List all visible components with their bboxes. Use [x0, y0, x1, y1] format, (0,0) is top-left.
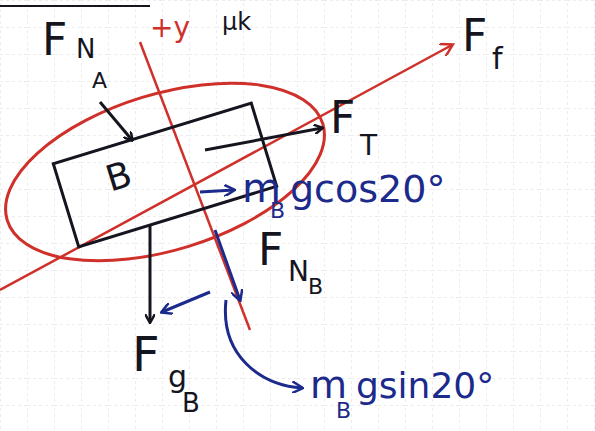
- force-subscript: f: [492, 44, 503, 74]
- force-letter: F: [132, 330, 160, 378]
- force-letter: F: [42, 18, 67, 62]
- perp-component: [215, 230, 240, 300]
- block-label: B: [102, 156, 136, 198]
- tension-arrow: [205, 128, 322, 150]
- top-stroke: [0, 5, 150, 7]
- component-subscript: B: [270, 200, 285, 222]
- force-subscript: g: [168, 362, 187, 392]
- normal-force-a-arrow: [100, 102, 132, 140]
- force-subscript: N: [76, 36, 95, 62]
- axis-label: +y: [150, 14, 190, 42]
- force-subscript: B: [308, 276, 323, 298]
- gravity-arrow: [149, 225, 152, 322]
- coefficient-label: μk: [222, 10, 251, 34]
- component-expression: gsin20°: [356, 368, 494, 404]
- force-subscript: A: [92, 70, 107, 92]
- component-letter: m: [310, 366, 347, 404]
- force-subscript: B: [182, 390, 200, 416]
- force-letter: F: [330, 96, 355, 140]
- cos-pointer: [200, 190, 234, 192]
- sin-pointer: [225, 300, 302, 388]
- force-subscript: N: [288, 258, 309, 286]
- y-axis: [140, 42, 250, 330]
- force-letter: F: [462, 14, 487, 58]
- force-subscript: T: [360, 132, 377, 160]
- component-subscript: B: [336, 400, 351, 422]
- parallel-component: [162, 292, 210, 312]
- friction-axis-arrow: [0, 45, 452, 290]
- component-expression: gcos20°: [290, 170, 445, 208]
- force-letter: F: [258, 228, 283, 272]
